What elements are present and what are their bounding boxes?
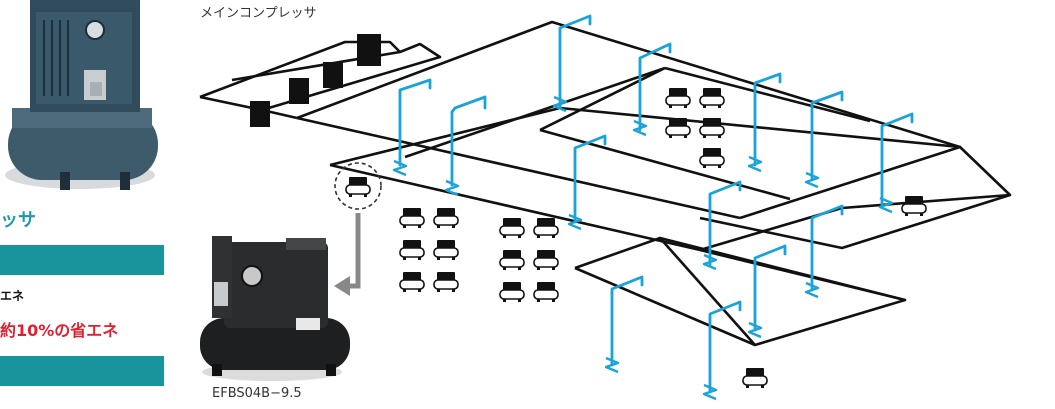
small-compressor-photo [200,236,350,381]
valve-icon [392,159,408,177]
model-label: EFBS04B−9.5 [212,386,302,401]
small-compressor-icon [499,217,525,239]
energy-note: エネ [0,289,25,303]
compressor-block-icon [357,34,381,66]
valve-icon [747,155,763,173]
main-compressor-blocks [250,34,381,127]
small-compressor-icon [499,281,525,303]
small-compressor-icon [699,147,725,169]
small-compressor-icon [433,239,459,261]
valve-icon [632,119,648,137]
small-compressor-icon [901,195,927,217]
compressor-heading: ッサ [0,210,36,231]
valves [392,95,894,401]
arrow-down-left-icon [334,213,361,296]
small-compressor-icon [699,87,725,109]
highlighted-compressor [334,162,382,210]
small-compressor-icon [533,217,559,239]
small-compressor-icon [433,271,459,293]
small-compressor-icon [742,367,768,389]
valve-icon [702,383,718,401]
small-compressor-icon [345,176,371,198]
valve-icon [747,321,763,339]
compressor-block-icon [289,78,309,104]
small-compressor-icon [433,207,459,229]
compressor-block-icon [323,62,343,88]
main-compressor-photo [5,0,158,190]
small-compressor-icon [399,239,425,261]
small-compressor-icon [699,117,725,139]
small-compressor-icon [533,249,559,271]
small-compressor-icon [665,87,691,109]
valve-icon [804,281,820,299]
teal-banner-bottom [0,356,164,386]
small-compressor-icon [399,207,425,229]
energy-saving-note: 約10%の省エネ [0,321,119,340]
small-compressor-icon [533,281,559,303]
valve-icon [702,253,718,271]
compressor-block-icon [250,101,270,127]
teal-banner-top [0,245,164,275]
small-compressor-icon [499,249,525,271]
piping [398,14,914,394]
building-outline [199,20,1012,347]
small-compressor-icon [399,271,425,293]
main-compressor-label: メインコンプレッサ [200,6,317,21]
small-compressor-icon [665,117,691,139]
valve-icon [604,356,620,374]
valve-icon [804,171,820,189]
